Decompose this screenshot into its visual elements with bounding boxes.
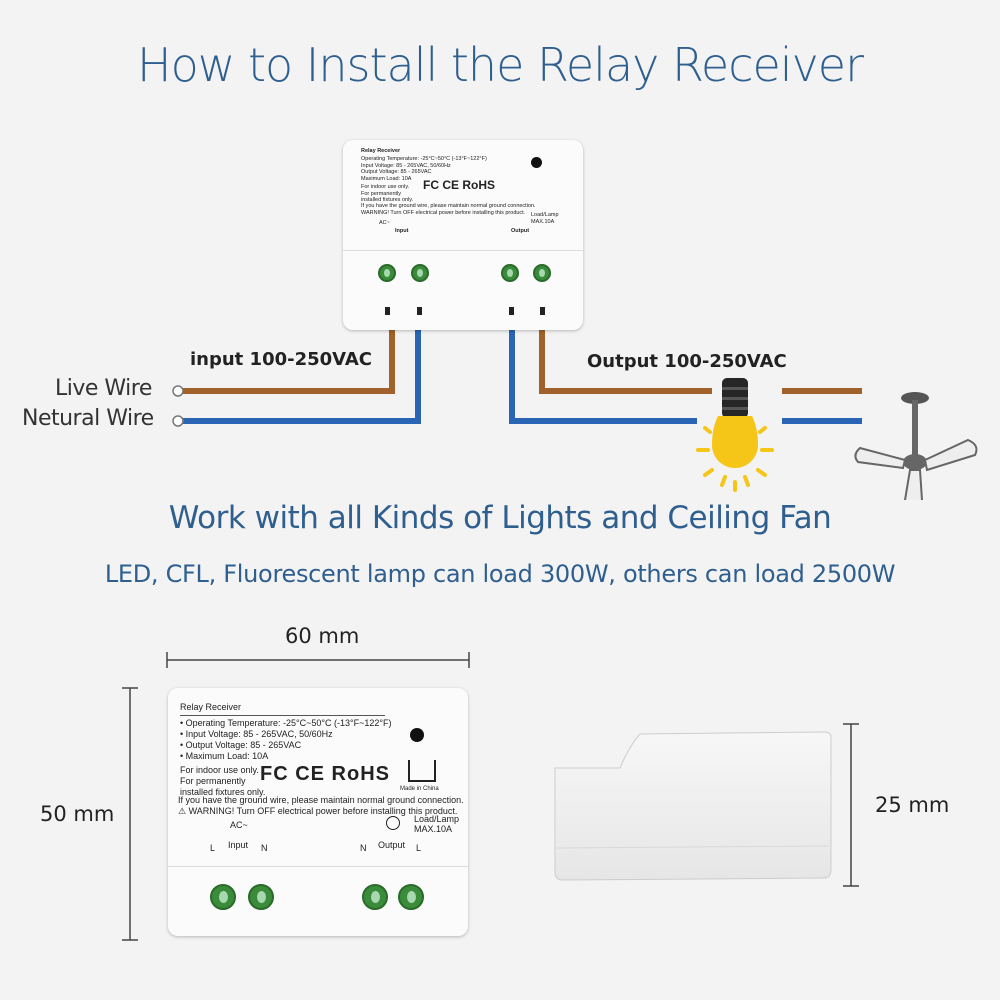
- relay-receiver-top: Relay Receiver Operating Temperature: -2…: [343, 140, 583, 330]
- certification-icons: FC CE RoHS: [423, 178, 495, 192]
- live-wire-label: Live Wire: [55, 376, 152, 401]
- pairing-button-icon-front: [410, 728, 424, 742]
- warning-text: If you have the ground wire, please main…: [361, 203, 536, 216]
- pairing-button-icon: [531, 157, 542, 168]
- device-name-front: Relay Receiver: [180, 702, 242, 712]
- terminal-l-in-front: [210, 884, 236, 910]
- depth-dimension: 25 mm: [875, 793, 950, 817]
- width-dimension: 60 mm: [285, 624, 360, 648]
- page-title: How to Install the Relay Receiver: [137, 38, 864, 92]
- live-terminal-icon: [172, 385, 184, 397]
- indoor-note: For indoor use only. For permanently ins…: [361, 184, 414, 204]
- input-neutral-wire: [182, 315, 421, 424]
- light-bulb-icon: [696, 378, 774, 492]
- neutral-terminal-icon: [172, 415, 184, 427]
- terminal-n-out: [501, 264, 519, 282]
- device-specs-front: • Operating Temperature: -25°C~50°C (-13…: [180, 718, 392, 761]
- ceiling-fan-icon: [854, 392, 978, 500]
- certification-icons-front: FC CE RoHS: [260, 763, 390, 785]
- input-live-wire: [182, 315, 395, 394]
- output-live-wire: [539, 315, 712, 394]
- compatibility-heading: Work with all Kinds of Lights and Ceilin…: [168, 500, 832, 536]
- terminal-l-out: [533, 264, 551, 282]
- terminal-n-out-front: [362, 884, 388, 910]
- input-voltage-label: input 100-250VAC: [190, 349, 373, 370]
- device-specs: Operating Temperature: -25°C~50°C (-13°F…: [361, 156, 487, 182]
- terminal-l-out-front: [398, 884, 424, 910]
- height-dimension: 50 mm: [40, 802, 115, 826]
- neutral-wire-label: Netural Wire: [22, 406, 154, 431]
- relay-receiver-side: [554, 731, 832, 881]
- terminal-l-in: [378, 264, 396, 282]
- output-neutral-wire: [509, 315, 697, 424]
- warning-text-front: If you have the ground wire, please main…: [178, 795, 464, 816]
- relay-receiver-front: Relay Receiver • Operating Temperature: …: [168, 688, 468, 936]
- output-voltage-label: Output 100-250VAC: [587, 351, 787, 372]
- home-icon: [408, 760, 436, 782]
- dimension-lines: [122, 652, 859, 941]
- indoor-note-front: For indoor use only. For permanently ins…: [180, 765, 266, 797]
- load-note: LED, CFL, Fluorescent lamp can load 300W…: [104, 560, 896, 588]
- terminal-n-in-front: [248, 884, 274, 910]
- terminal-n-in: [411, 264, 429, 282]
- wiring-diagram: [172, 315, 978, 500]
- lamp-symbol-icon: [386, 816, 400, 830]
- device-name: Relay Receiver: [361, 148, 401, 154]
